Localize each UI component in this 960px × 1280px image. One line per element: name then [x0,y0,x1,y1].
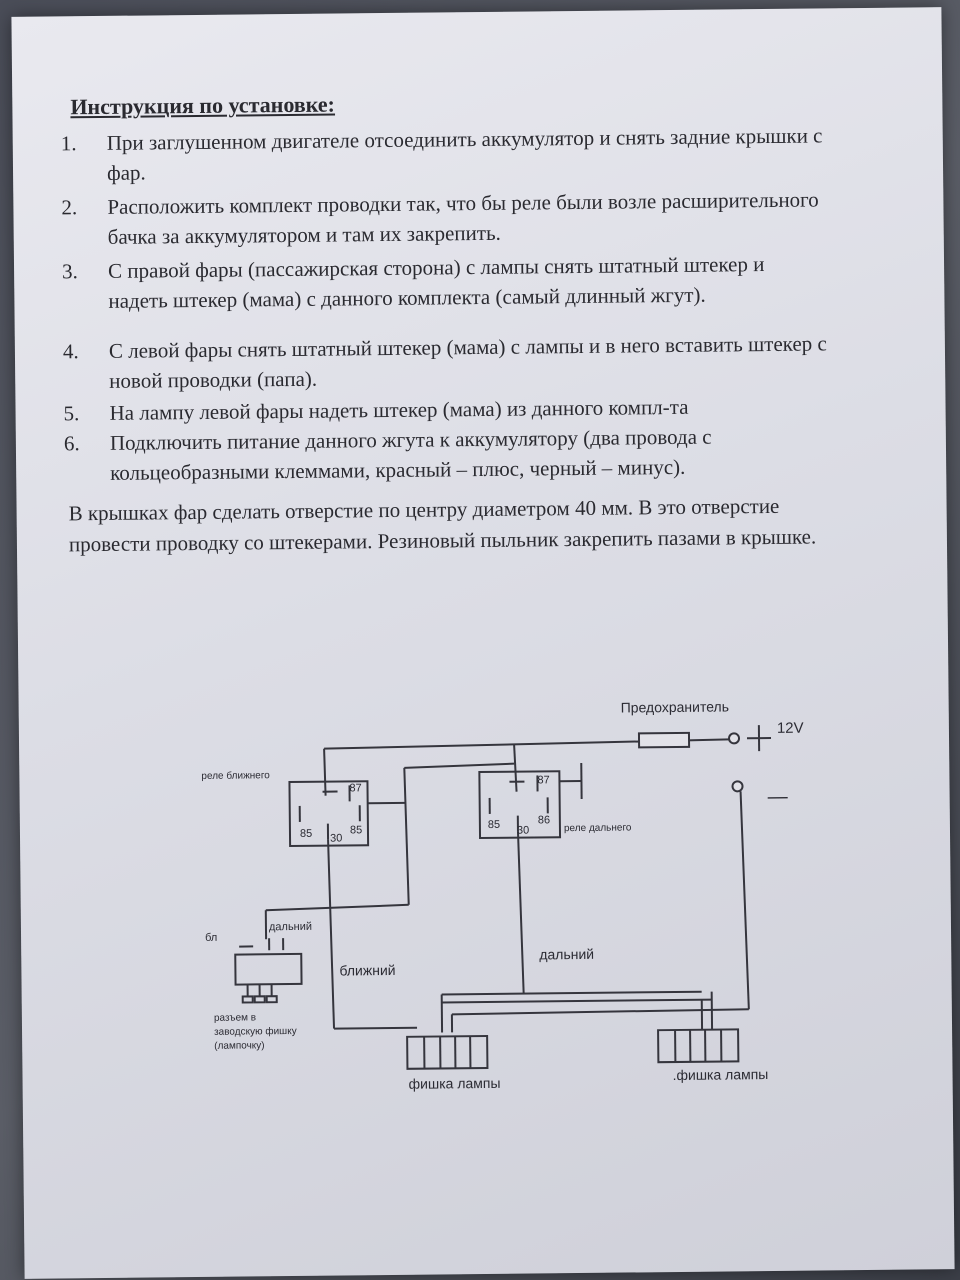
step-number: 3. [61,259,78,284]
wire-low-label: ближний [339,962,395,979]
list-item: 3. С правой фары (пассажирская сторона) с… [62,248,853,316]
voltage-label: 12V [777,720,804,737]
relay-low-pin-85a: 85 [300,828,312,840]
minus-sign: — [768,786,788,808]
relay-high-pin-30: 30 [517,825,529,837]
step-number: 2. [61,195,78,220]
lamp-plug-right-label: .фишка лампы [672,1066,768,1083]
fuse-label: Предохранитель [621,698,729,715]
step-text: С левой фары снять штатный штекер (мама)… [108,331,827,393]
relay-high-pin-86: 86 [538,814,550,826]
wiring-diagram: Предохранитель 12V — реле ближнего 87 85… [201,698,804,1092]
step-number: 4. [62,339,79,364]
step-number: 6. [63,431,80,456]
step-text: При заглушенном двигателе отсоединить ак… [106,123,823,185]
instructions-block: Инструкция по установке: 1. При заглушенн… [11,7,947,617]
step-text: С правой фары (пассажирская сторона) с л… [107,252,765,313]
step-text: Расположить комплект проводки так, что б… [107,187,819,249]
relay-low-pin-87: 87 [349,782,361,794]
lamp-plug-right-icon [657,1028,740,1064]
step-number: 5. [63,401,80,426]
step-number: 1. [60,131,77,156]
connector-label-left: бл [205,932,217,944]
step-text: Подключить питание данного жгута к аккум… [109,424,712,485]
page-title: Инструкция по установке: [70,91,336,120]
relay-high-box [478,770,562,840]
wire-high-label: дальний [539,946,594,963]
list-item: 6. Подключить питание данного жгута к акк… [64,420,855,488]
list-item: 2. Расположить комплект проводки так, что… [61,184,852,252]
relay-low-label: реле ближнего [201,769,270,782]
relay-high-pin-85: 85 [488,819,500,831]
connector-label-right: дальний [269,921,312,933]
connector-caption-1: разъем в [214,1012,256,1023]
relay-low-pin-85b: 85 [350,824,362,836]
fuse-icon [637,731,691,749]
paper-sheet: Инструкция по установке: 1. При заглушенн… [11,7,955,1279]
relay-low-pin-30: 30 [330,832,342,844]
lamp-plug-left-label: фишка лампы [409,1075,501,1092]
lamp-plug-left-icon [406,1034,489,1070]
note-paragraph: В крышках фар сделать отверстие по центр… [68,493,817,557]
connector-caption-3: (лампочку) [214,1040,265,1052]
plus-terminal-icon [728,732,741,745]
relay-high-label: реле дальнего [564,822,632,834]
list-item: 1. При заглушенном двигателе отсоединить … [61,120,852,188]
minus-terminal-icon [731,780,744,793]
factory-connector-icon [234,952,303,986]
list-item: 4. С левой фары снять штатный штекер (мам… [63,328,854,396]
connector-caption-2: заводскую фишку [214,1025,297,1038]
relay-high-pin-87: 87 [537,774,549,786]
